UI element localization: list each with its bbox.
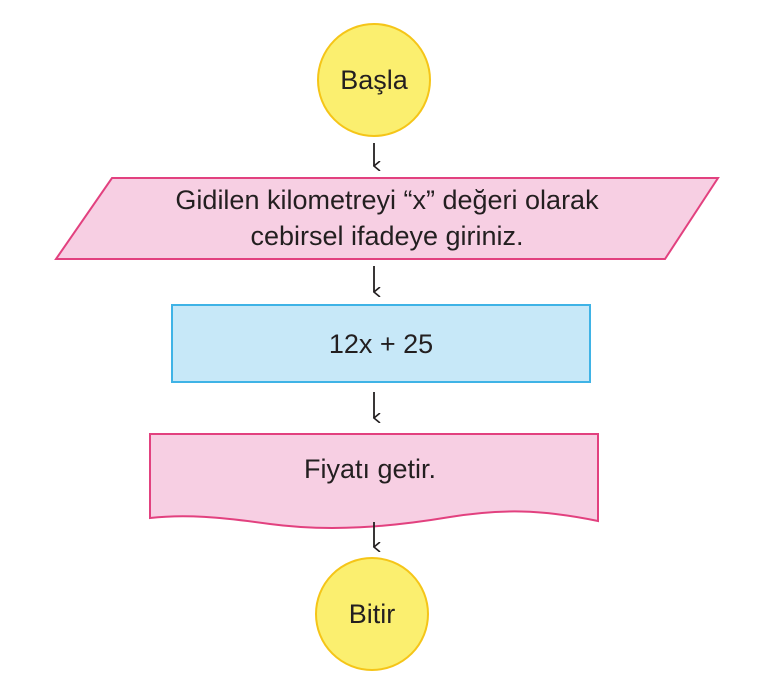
output-document-shape bbox=[149, 433, 599, 529]
input-label-line2: cebirsel ifadeye giriniz. bbox=[250, 221, 523, 251]
input-parallelogram bbox=[54, 177, 720, 260]
process-label: 12x + 25 bbox=[329, 329, 433, 359]
output-node: Fiyatı getir. bbox=[149, 433, 599, 529]
end-node: Bitir bbox=[315, 557, 429, 671]
start-circle bbox=[317, 23, 431, 137]
end-label: Bitir bbox=[349, 599, 396, 629]
process-rectangle bbox=[171, 304, 591, 383]
input-node: Gidilen kilometreyi “x” değeri olarak ce… bbox=[54, 177, 720, 260]
output-label: Fiyatı getir. bbox=[304, 454, 436, 484]
process-node: 12x + 25 bbox=[171, 304, 591, 383]
start-label: Başla bbox=[340, 65, 409, 95]
start-node: Başla bbox=[317, 23, 431, 137]
end-circle bbox=[315, 557, 429, 671]
input-label-line1: Gidilen kilometreyi “x” değeri olarak bbox=[175, 185, 599, 215]
